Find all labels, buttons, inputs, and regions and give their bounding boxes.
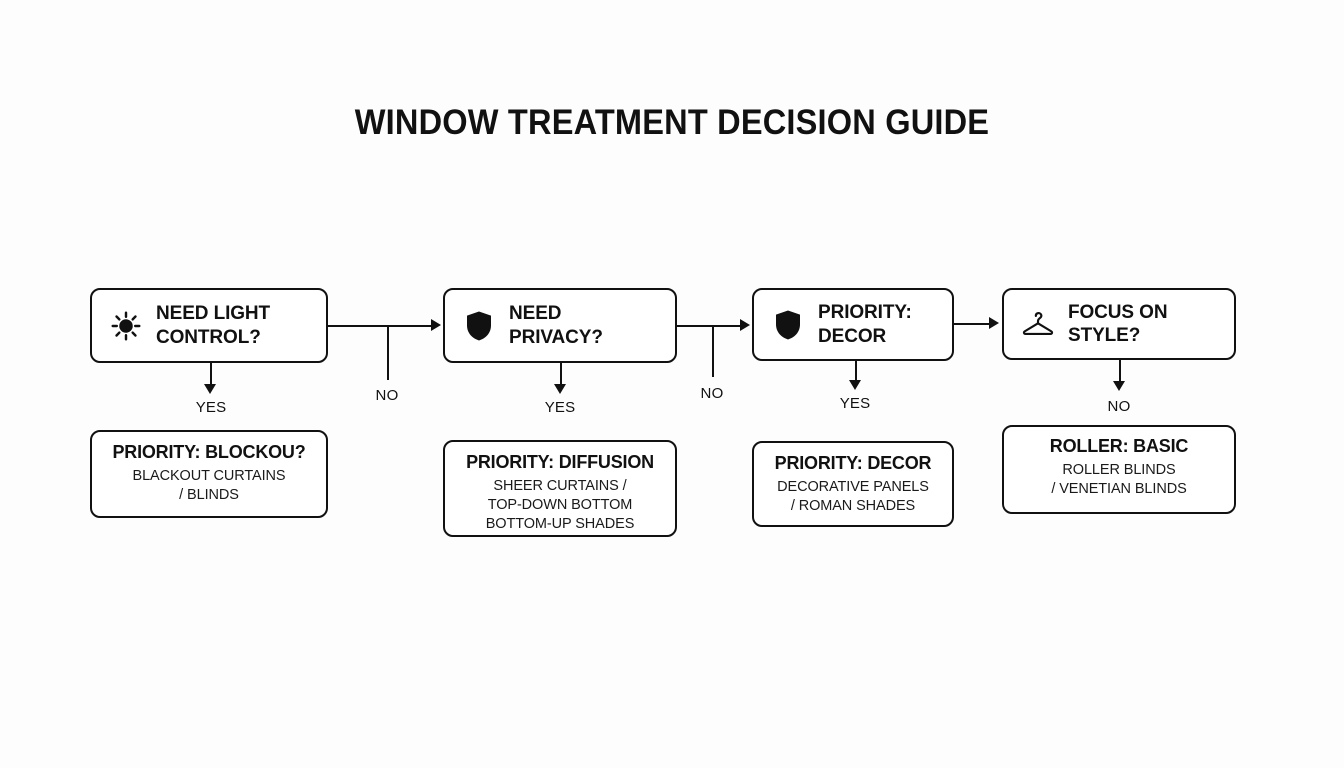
- arrowhead-decor-to-style: [989, 317, 999, 329]
- page-title: WINDOW TREATMENT DECISION GUIDE: [354, 103, 990, 142]
- decision-node-style[interactable]: FOCUS ON STYLE?: [1002, 288, 1236, 360]
- connector-light-to-privacy: [328, 325, 432, 327]
- edge-label-yes-1: YES: [195, 399, 227, 416]
- outcome-subtitle: BLACKOUT CURTAINS / BLINDS: [132, 467, 286, 503]
- outcome-node-diffusion[interactable]: PRIORITY: DIFFUSION SHEER CURTAINS / TOP…: [443, 440, 677, 537]
- shield-icon: [459, 306, 499, 346]
- decision-label: PRIORITY: DECOR: [818, 302, 912, 347]
- connector-no-stub-1: [387, 325, 389, 380]
- connector-privacy-to-decor: [677, 325, 741, 327]
- shield-icon: [768, 305, 808, 345]
- edge-label-yes-3: YES: [839, 395, 871, 412]
- sun-icon: [106, 306, 146, 346]
- edge-label-no-2: NO: [700, 385, 724, 402]
- decision-node-light-control[interactable]: NEED LIGHT CONTROL?: [90, 288, 328, 363]
- decision-node-decor[interactable]: PRIORITY: DECOR: [752, 288, 954, 361]
- edge-label-no-1: NO: [375, 387, 399, 404]
- edge-label-yes-2: YES: [544, 399, 576, 416]
- arrowhead-light-to-privacy: [431, 319, 441, 331]
- outcome-title: PRIORITY: BLOCKOU?: [112, 442, 306, 462]
- outcome-node-blockout[interactable]: PRIORITY: BLOCKOU? BLACKOUT CURTAINS / B…: [90, 430, 328, 518]
- outcome-subtitle: ROLLER BLINDS / VENETIAN BLINDS: [1051, 461, 1187, 497]
- outcome-node-roller[interactable]: ROLLER: BASIC ROLLER BLINDS / VENETIAN B…: [1002, 425, 1236, 514]
- outcome-subtitle: SHEER CURTAINS / TOP-DOWN BOTTOM BOTTOM-…: [485, 477, 635, 532]
- connector-no-3: [1119, 360, 1121, 382]
- arrowhead-yes-3: [849, 380, 861, 390]
- outcome-title: ROLLER: BASIC: [1049, 436, 1189, 456]
- arrowhead-yes-2: [554, 384, 566, 394]
- arrowhead-privacy-to-decor: [740, 319, 750, 331]
- connector-decor-to-style: [954, 323, 990, 325]
- connector-no-stub-2: [712, 325, 714, 377]
- outcome-subtitle: DECORATIVE PANELS / ROMAN SHADES: [777, 478, 929, 514]
- decision-label: NEED LIGHT CONTROL?: [156, 303, 271, 348]
- outcome-title: PRIORITY: DIFFUSION: [466, 452, 654, 472]
- edge-label-no-3: NO: [1107, 398, 1131, 415]
- outcome-title: PRIORITY: DECOR: [774, 453, 932, 473]
- outcome-node-decor[interactable]: PRIORITY: DECOR DECORATIVE PANELS / ROMA…: [752, 441, 954, 527]
- arrowhead-no-3: [1113, 381, 1125, 391]
- hanger-icon: [1018, 304, 1058, 344]
- arrowhead-yes-1: [204, 384, 216, 394]
- decision-label: FOCUS ON STYLE?: [1068, 301, 1168, 346]
- decision-label: NEED PRIVACY?: [509, 303, 603, 348]
- connector-yes-2: [560, 363, 562, 385]
- decision-node-privacy[interactable]: NEED PRIVACY?: [443, 288, 677, 363]
- connector-yes-3: [855, 361, 857, 381]
- connector-yes-1: [210, 363, 212, 385]
